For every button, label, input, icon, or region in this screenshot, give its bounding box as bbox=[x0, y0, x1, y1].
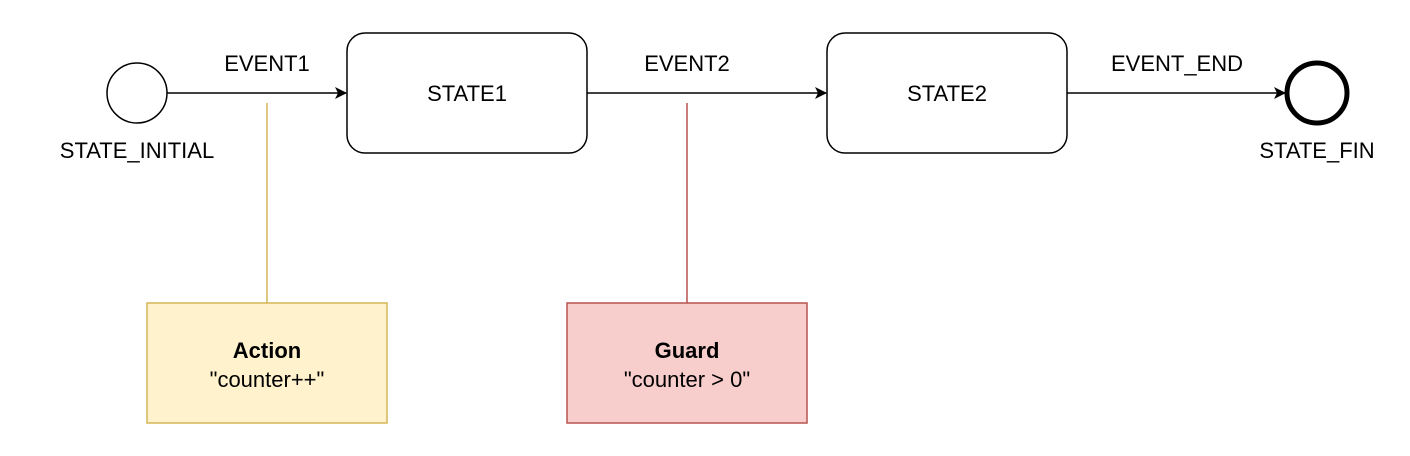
state2-label: STATE2 bbox=[907, 81, 987, 106]
transition-event2-label: EVENT2 bbox=[644, 51, 730, 76]
state1-label: STATE1 bbox=[427, 81, 507, 106]
guard-note[interactable] bbox=[566, 302, 808, 424]
action-note-title: Action bbox=[233, 338, 301, 363]
transition-event-end-label: EVENT_END bbox=[1111, 51, 1243, 76]
initial-state-node[interactable] bbox=[106, 62, 168, 124]
action-note-text: "counter++" bbox=[210, 367, 325, 392]
action-note[interactable] bbox=[146, 302, 388, 424]
initial-state-label: STATE_INITIAL bbox=[60, 138, 214, 163]
transition-event1-label: EVENT1 bbox=[224, 51, 310, 76]
guard-note-title: Guard bbox=[655, 338, 720, 363]
final-state-label: STATE_FIN bbox=[1259, 138, 1374, 163]
guard-note-text: "counter > 0" bbox=[624, 367, 750, 392]
final-state-node[interactable] bbox=[1284, 60, 1350, 126]
